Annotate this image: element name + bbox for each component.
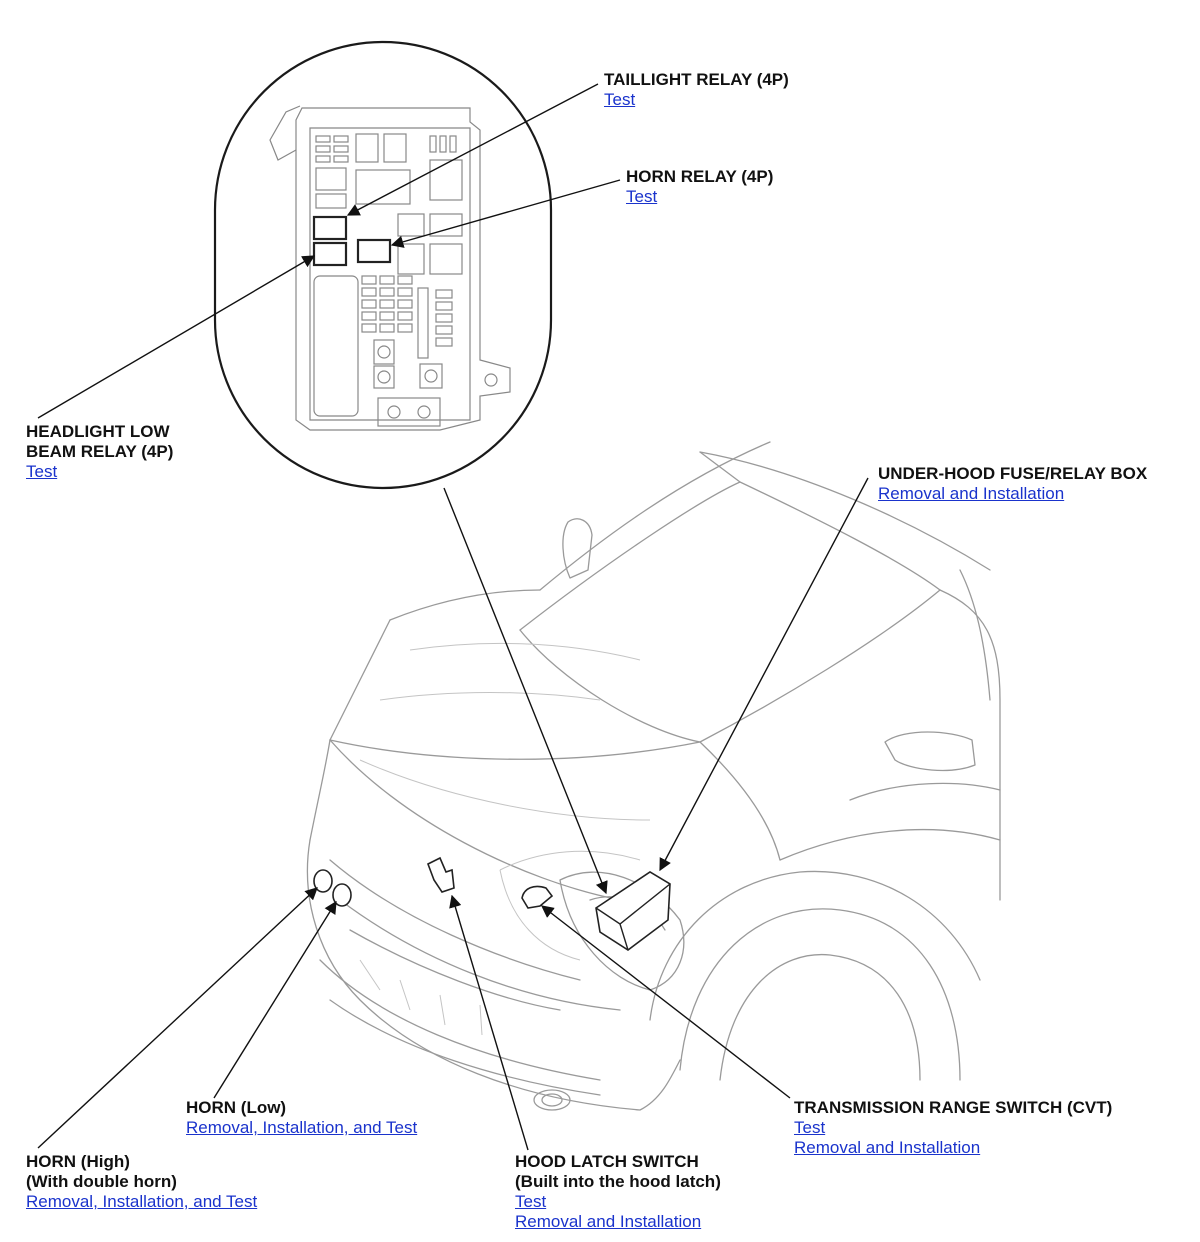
headlight-low-beam-relay-title-line1: HEADLIGHT LOW [26,422,170,441]
headlight-low-beam-relay-test-link[interactable]: Test [26,462,58,481]
horn-relay-title: HORN RELAY (4P) [626,167,774,186]
hood-latch-switch-callout: HOOD LATCH SWITCH (Built into the hood l… [515,1152,721,1232]
horn-high-title-line1: HORN (High) [26,1152,130,1171]
horn-high-callout: HORN (High) (With double horn) Removal, … [26,1152,257,1212]
taillight-relay-title: TAILLIGHT RELAY (4P) [604,70,789,89]
taillight-relay-test-link[interactable]: Test [604,90,636,109]
taillight-relay-callout: TAILLIGHT RELAY (4P) Test [604,70,789,110]
magnifier-pointer [443,487,608,895]
horn-parts [313,869,352,907]
hood-latch-switch-removal-link[interactable]: Removal and Installation [515,1212,702,1231]
car-illustration [306,441,1001,1111]
hood-latch-switch-title-line2: (Built into the hood latch) [515,1172,721,1191]
horn-high-title-line2: (With double horn) [26,1172,177,1191]
horn-relay-marker [356,238,392,264]
transmission-range-switch-title: TRANSMISSION RANGE SWITCH (CVT) [794,1098,1113,1117]
transmission-range-switch-part [521,885,554,909]
under-hood-fuse-box-callout: UNDER-HOOD FUSE/RELAY BOX Removal and In… [878,464,1147,504]
transmission-range-switch-test-link[interactable]: Test [794,1118,826,1137]
horn-low-link[interactable]: Removal, Installation, and Test [186,1118,418,1137]
headlight-low-beam-relay-marker [312,241,348,267]
fuse-box-detail-circle [213,40,553,490]
horn-low-callout: HORN (Low) Removal, Installation, and Te… [186,1098,417,1138]
horn-relay-test-link[interactable]: Test [626,187,658,206]
leader-lines [37,83,869,1151]
transmission-range-switch-removal-link[interactable]: Removal and Installation [794,1138,981,1157]
horn-low-title: HORN (Low) [186,1098,287,1117]
headlight-low-beam-relay-callout: HEADLIGHT LOW BEAM RELAY (4P) Test [26,422,173,482]
under-hood-fuse-box-title: UNDER-HOOD FUSE/RELAY BOX [878,464,1148,483]
taillight-relay-marker [312,215,348,241]
horn-relay-callout: HORN RELAY (4P) Test [626,167,773,207]
hood-latch-switch-title-line1: HOOD LATCH SWITCH [515,1152,699,1171]
headlight-low-beam-relay-title-line2: BEAM RELAY (4P) [26,442,174,461]
hood-latch-switch-test-link[interactable]: Test [515,1192,547,1211]
under-hood-fuse-box-removal-link[interactable]: Removal and Installation [878,484,1065,503]
fuse-relay-box-part [595,871,671,951]
hood-latch-part [426,856,455,893]
transmission-range-switch-callout: TRANSMISSION RANGE SWITCH (CVT) Test Rem… [794,1098,1112,1158]
horn-high-link[interactable]: Removal, Installation, and Test [26,1192,258,1211]
